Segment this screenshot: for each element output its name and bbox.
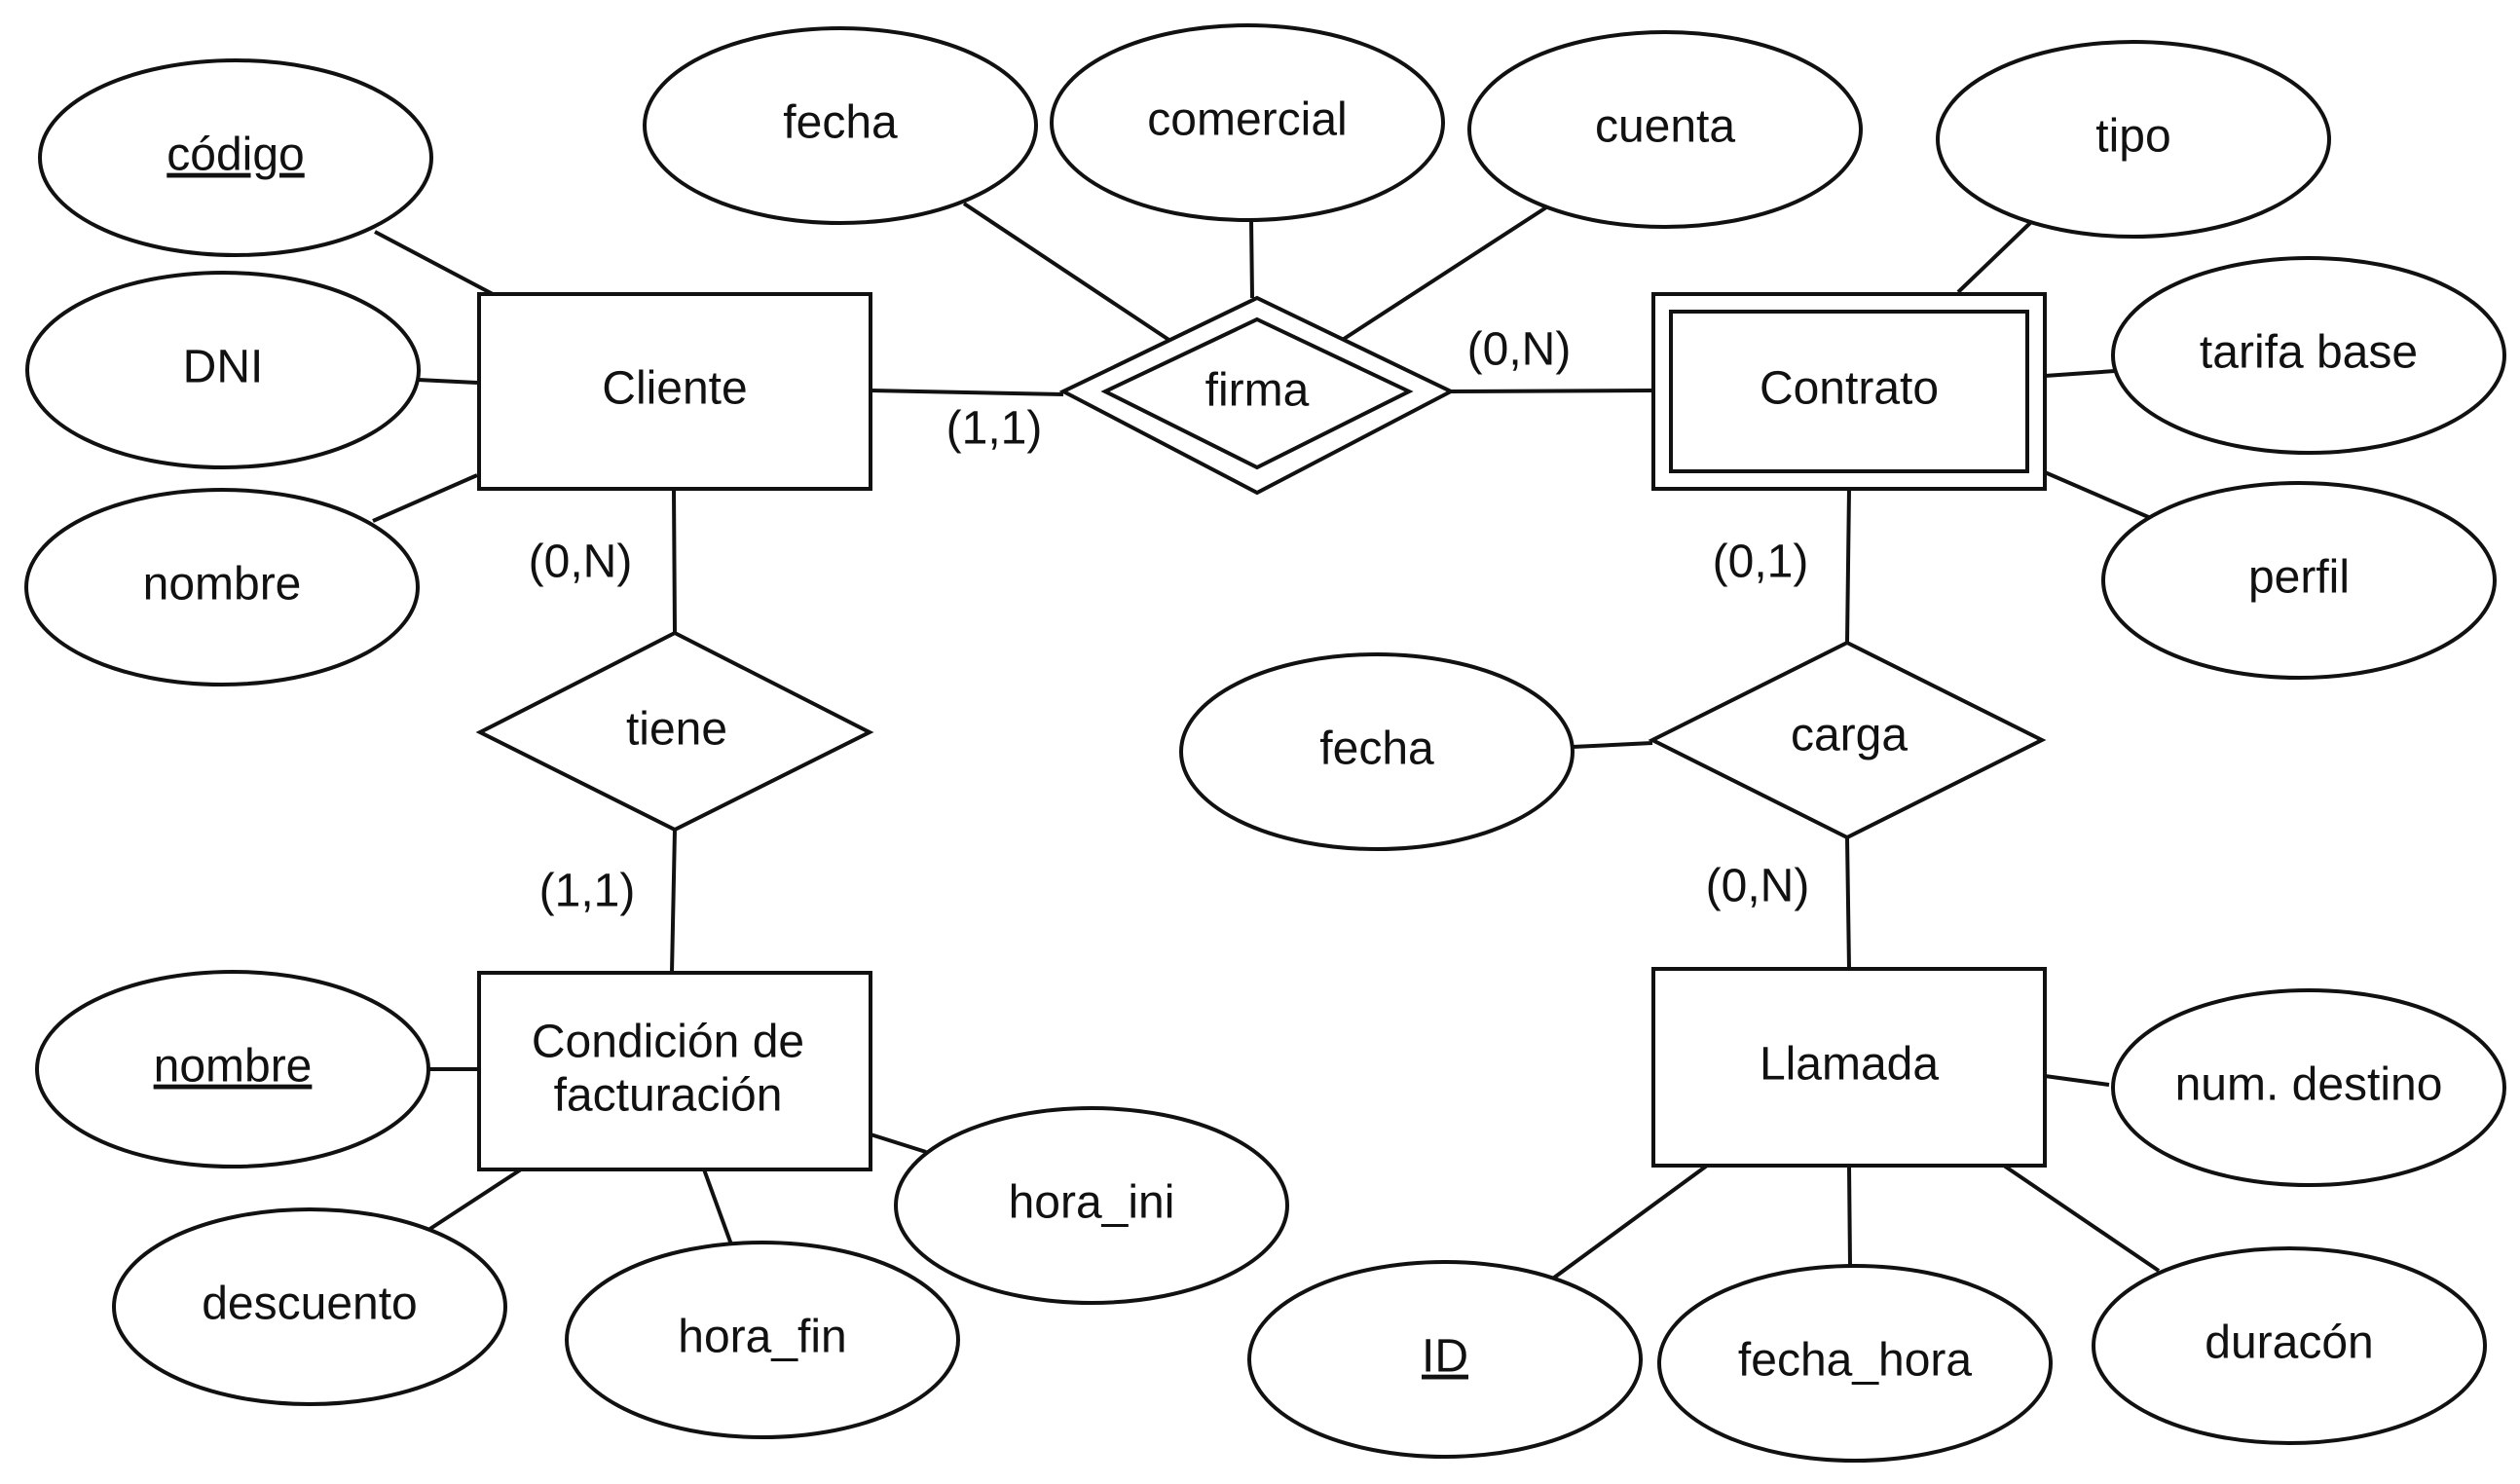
entity-condicion-label-line2: facturación	[554, 1070, 783, 1122]
attribute-comercial-label: comercial	[1147, 94, 1347, 146]
line-firma-contrato	[1450, 389, 1654, 393]
attribute-dni[interactable]: DNI	[25, 271, 421, 469]
attribute-codigo-label: código	[167, 130, 304, 181]
connector-lines	[372, 202, 2161, 1282]
attribute-descuento[interactable]: descuento	[112, 1207, 507, 1406]
attribute-fecha-firma-label: fecha	[783, 97, 898, 149]
cardinality-firma-contrato: (0,N)	[1467, 324, 1572, 376]
attribute-nombre-cliente-label: nombre	[143, 559, 302, 611]
attribute-tipo[interactable]: tipo	[1936, 40, 2331, 239]
line-perfil-contrato	[2044, 470, 2154, 521]
line-horaini-condicion	[870, 1132, 927, 1154]
cardinality-contrato-carga: (0,1)	[1713, 537, 1809, 588]
attribute-num-destino[interactable]: num. destino	[2111, 988, 2506, 1187]
line-carga-llamada	[1845, 836, 1851, 970]
attribute-nombre-cliente[interactable]: nombre	[24, 488, 420, 686]
attribute-duracion[interactable]: duracón	[2092, 1246, 2487, 1445]
cardinality-cliente-tiene: (0,N)	[529, 537, 633, 588]
entity-condicion-facturacion[interactable]: Condición de facturación	[477, 971, 872, 1171]
attribute-hora-fin-label: hora_fin	[678, 1312, 846, 1363]
attribute-dni-label: DNI	[183, 342, 264, 393]
line-fechacarga-carga	[1572, 741, 1653, 749]
line-comercial-firma	[1249, 219, 1254, 299]
line-dni-cliente	[417, 378, 478, 385]
attribute-perfil-label: perfil	[2248, 552, 2350, 604]
attribute-fecha-carga-label: fecha	[1319, 723, 1434, 775]
attribute-comercial[interactable]: comercial	[1050, 23, 1445, 222]
attribute-duracion-label: duracón	[2205, 1317, 2373, 1369]
line-duracion-llamada	[2002, 1164, 2161, 1273]
attribute-fecha-firma[interactable]: fecha	[643, 26, 1038, 225]
relationship-firma[interactable]: firma	[1058, 295, 1456, 496]
attribute-hora-ini[interactable]: hora_ini	[894, 1106, 1289, 1305]
line-descuento-condicion	[424, 1168, 523, 1234]
attribute-fecha-carga[interactable]: fecha	[1179, 652, 1575, 851]
attribute-tipo-label: tipo	[2095, 111, 2170, 163]
line-numdestino-llamada	[2044, 1074, 2110, 1087]
line-contrato-carga	[1845, 488, 1851, 644]
attribute-cuenta[interactable]: cuenta	[1467, 30, 1863, 229]
entity-cliente[interactable]: Cliente	[477, 292, 872, 491]
entity-llamada-label: Llamada	[1760, 1039, 1939, 1091]
line-cuenta-firma	[1339, 205, 1548, 343]
line-fechahora-llamada	[1847, 1165, 1852, 1267]
attribute-hora-ini-label: hora_ini	[1009, 1177, 1175, 1229]
attribute-id-label: ID	[1422, 1331, 1468, 1383]
relationship-carga[interactable]: carga	[1648, 640, 2047, 840]
attribute-nombre-condicion[interactable]: nombre	[35, 970, 430, 1169]
attribute-perfil[interactable]: perfil	[2101, 481, 2497, 680]
cardinality-cliente-firma: (1,1)	[946, 403, 1043, 455]
attribute-cuenta-label: cuenta	[1595, 101, 1735, 153]
attribute-tarifa-base-label: tarifa base	[2200, 327, 2418, 379]
attribute-codigo[interactable]: código	[38, 58, 433, 257]
entity-cliente-label: Cliente	[602, 363, 747, 415]
entity-condicion-label-line1: Condición de	[532, 1017, 804, 1068]
entity-contrato[interactable]: Contrato	[1651, 292, 2047, 491]
line-cliente-firma	[870, 389, 1064, 396]
line-id-llamada	[1548, 1164, 1709, 1282]
relationship-tiene[interactable]: tiene	[475, 630, 874, 833]
line-cliente-tiene	[672, 488, 677, 634]
line-horafin-condicion	[702, 1169, 733, 1245]
attribute-num-destino-label: num. destino	[2175, 1059, 2443, 1111]
line-tiene-condicion	[670, 829, 677, 974]
entity-llamada[interactable]: Llamada	[1651, 967, 2047, 1168]
attribute-tarifa-base[interactable]: tarifa base	[2111, 256, 2506, 455]
relationship-tiene-label: tiene	[626, 704, 727, 756]
attribute-nombre-condicion-label: nombre	[154, 1041, 313, 1093]
attribute-id[interactable]: ID	[1247, 1260, 1643, 1459]
line-nombre-cliente	[372, 473, 478, 523]
relationship-firma-label: firma	[1205, 365, 1310, 417]
line-tarifa-contrato	[2044, 369, 2116, 378]
line-fecha-firma	[962, 202, 1172, 343]
attribute-fecha-hora-label: fecha_hora	[1738, 1335, 1972, 1387]
attribute-fecha-hora[interactable]: fecha_hora	[1657, 1264, 2053, 1463]
cardinality-carga-llamada: (0,N)	[1706, 861, 1810, 912]
line-codigo-cliente	[374, 230, 494, 296]
cardinality-tiene-condicion: (1,1)	[539, 866, 636, 917]
entity-contrato-label: Contrato	[1760, 363, 1939, 415]
line-tipo-contrato	[1956, 220, 2033, 294]
attribute-descuento-label: descuento	[202, 1279, 418, 1330]
attribute-hora-fin[interactable]: hora_fin	[565, 1241, 960, 1439]
relationship-carga-label: carga	[1791, 710, 1908, 761]
